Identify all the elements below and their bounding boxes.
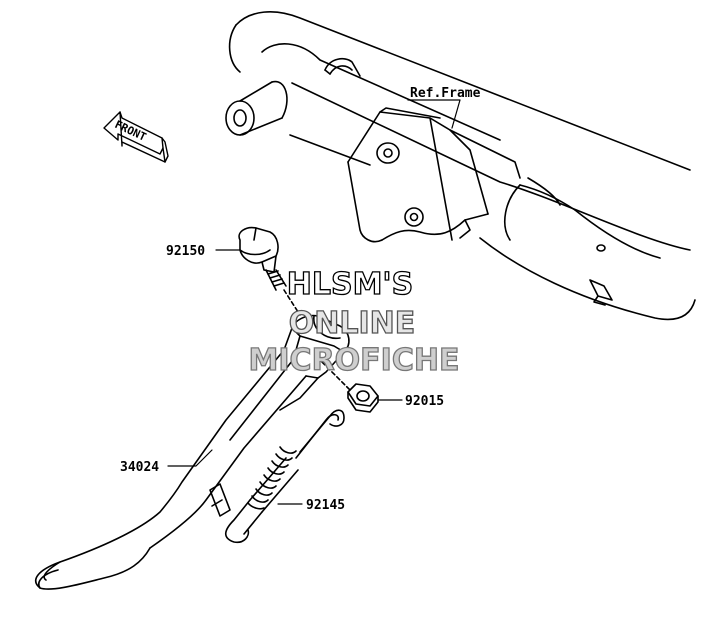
ref-frame-label: Ref.Frame	[410, 86, 481, 101]
spring-92145	[224, 409, 345, 544]
leader-34024	[167, 449, 213, 467]
part-number-bolt: 92150	[166, 244, 205, 259]
watermark-line-1: HLSM'S	[287, 267, 413, 302]
watermark-line-3: MICROFICHE	[249, 343, 460, 378]
leader-ref-frame	[407, 99, 461, 129]
part-number-side-stand: 34024	[120, 460, 159, 475]
front-arrow	[103, 111, 169, 163]
nut-92015	[321, 361, 379, 413]
bolt-92150	[238, 226, 301, 316]
part-number-nut: 92015	[405, 394, 444, 409]
leader-lines	[167, 99, 461, 505]
side-stand-34024	[35, 314, 350, 590]
ref-frame	[225, 11, 696, 321]
part-number-spring: 92145	[306, 498, 345, 513]
watermark-line-2: ONLINE	[289, 306, 416, 341]
